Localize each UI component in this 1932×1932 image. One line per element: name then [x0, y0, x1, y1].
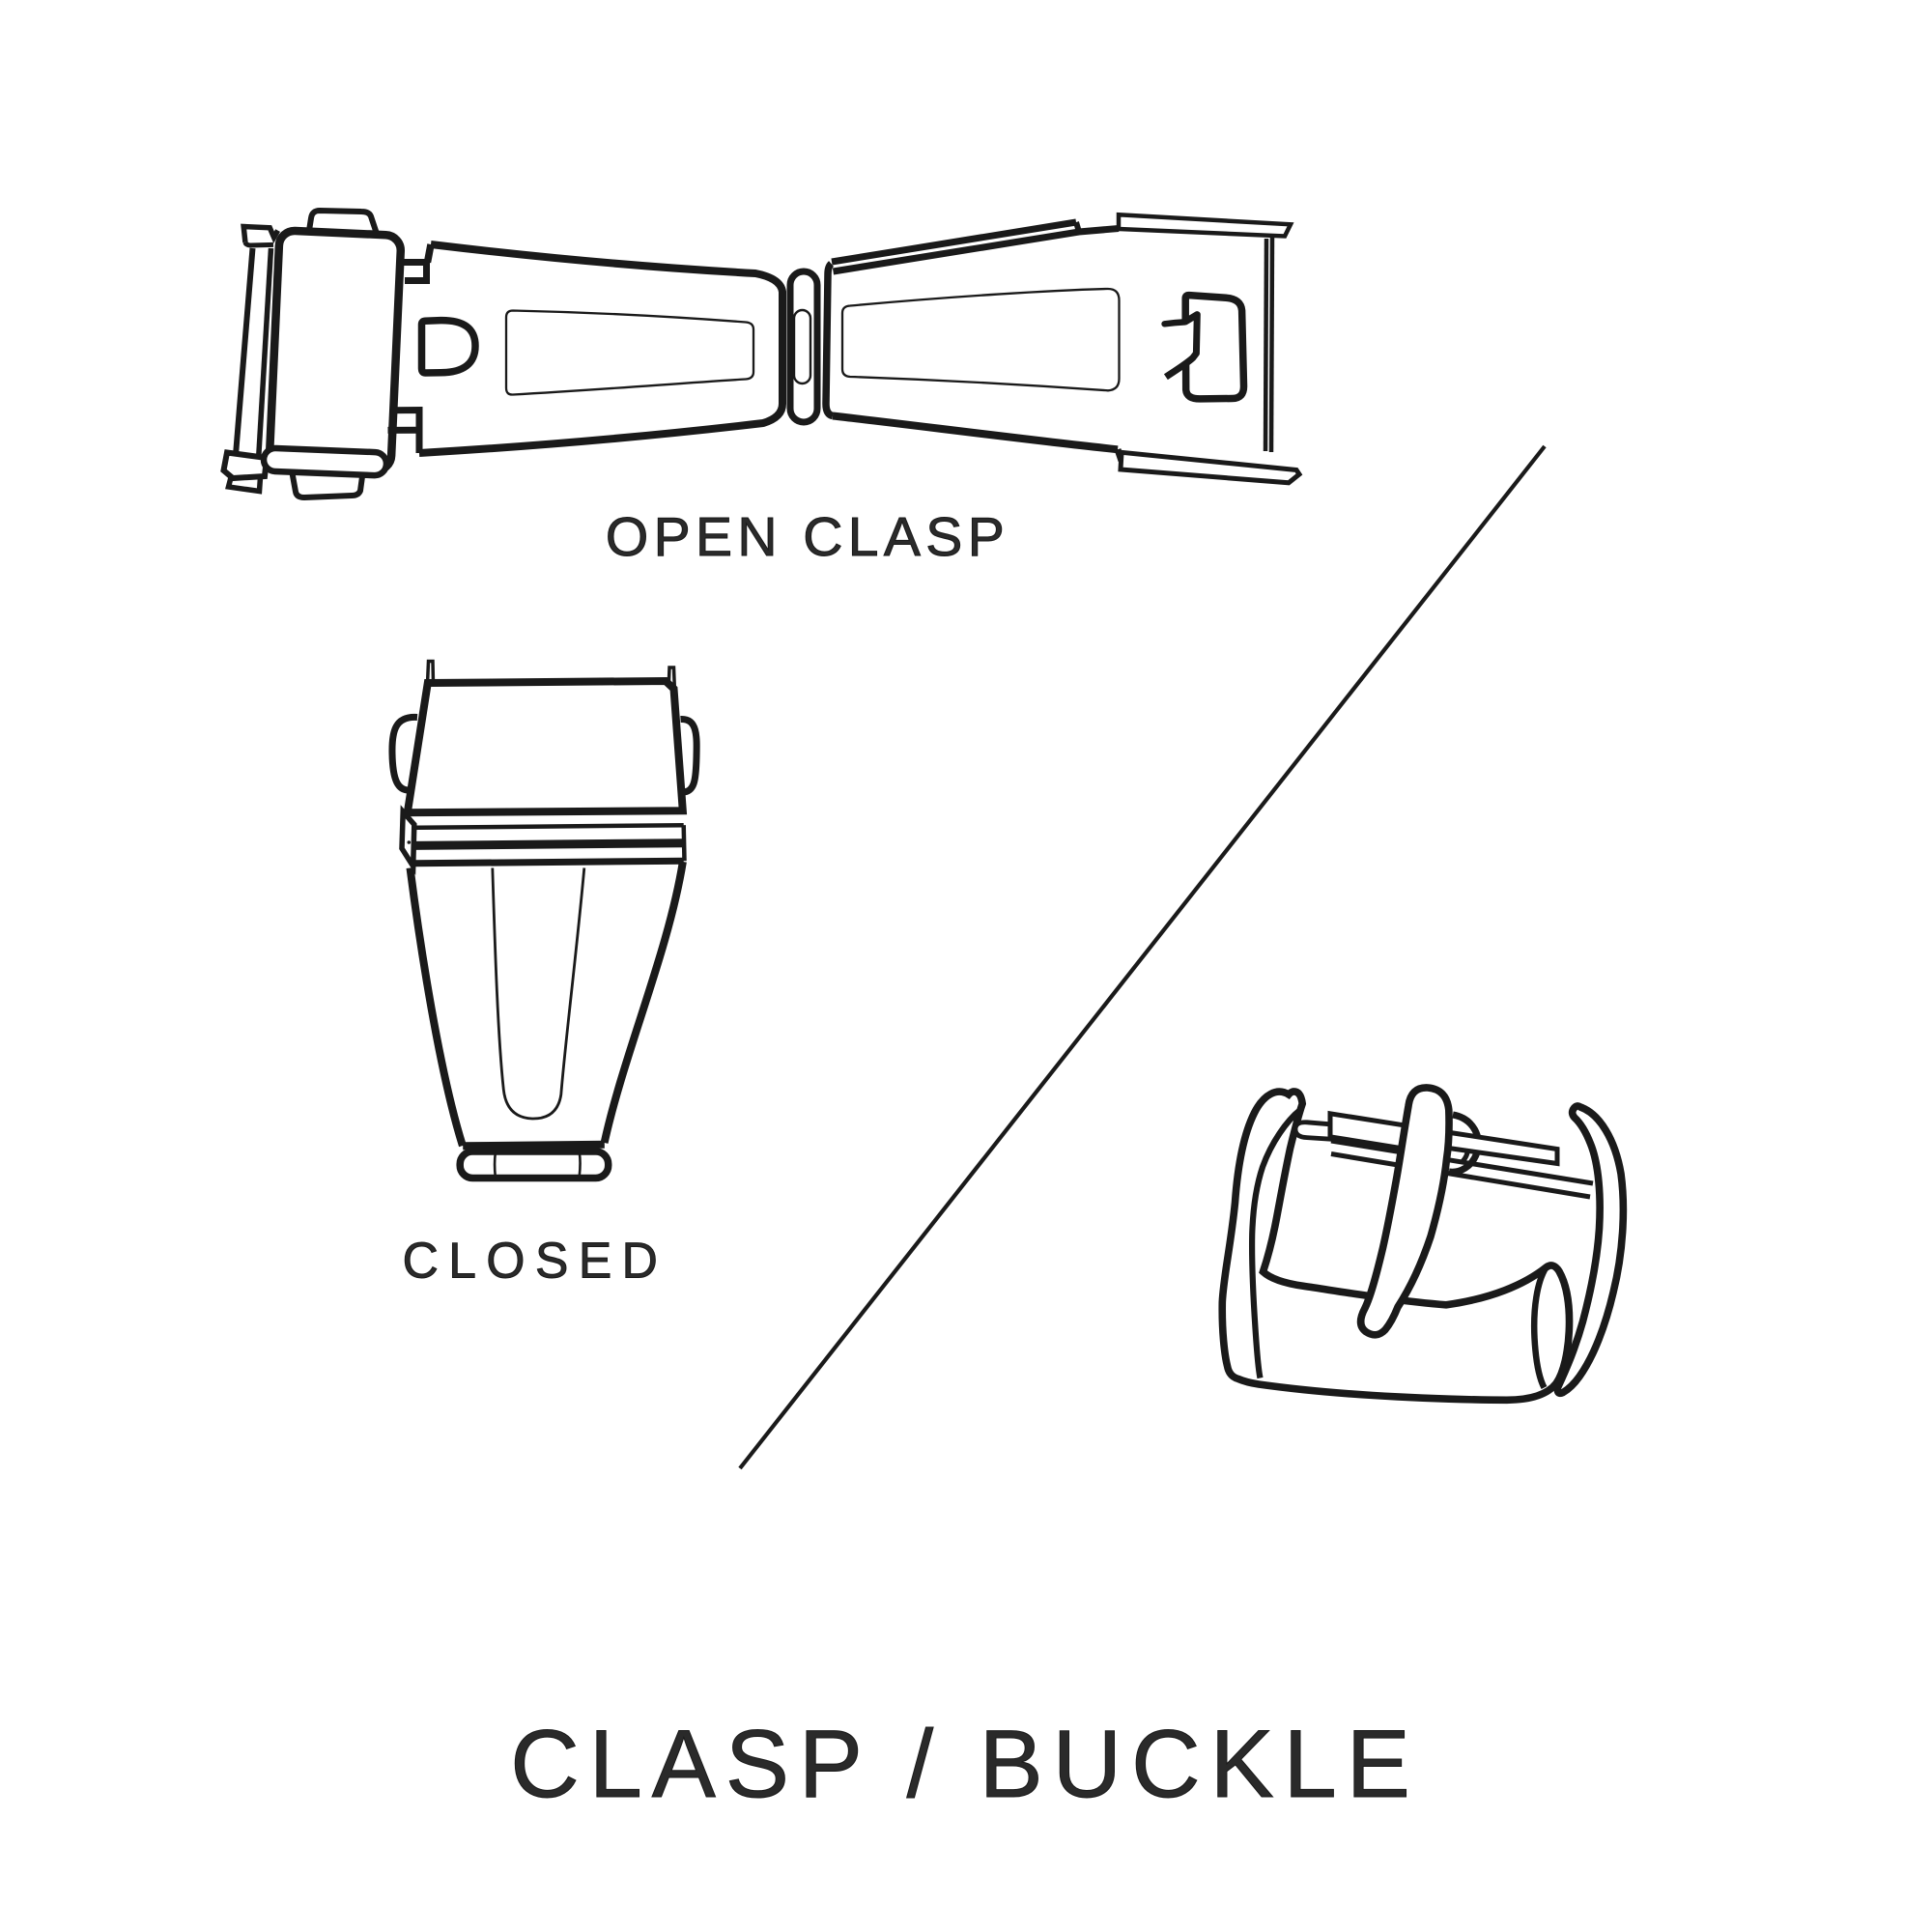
svg-text:OPEN CLASP: OPEN CLASP: [606, 506, 1009, 568]
svg-text:CLASP / BUCKLE: CLASP / BUCKLE: [510, 1710, 1420, 1817]
svg-text:CLOSED: CLOSED: [403, 1233, 668, 1289]
